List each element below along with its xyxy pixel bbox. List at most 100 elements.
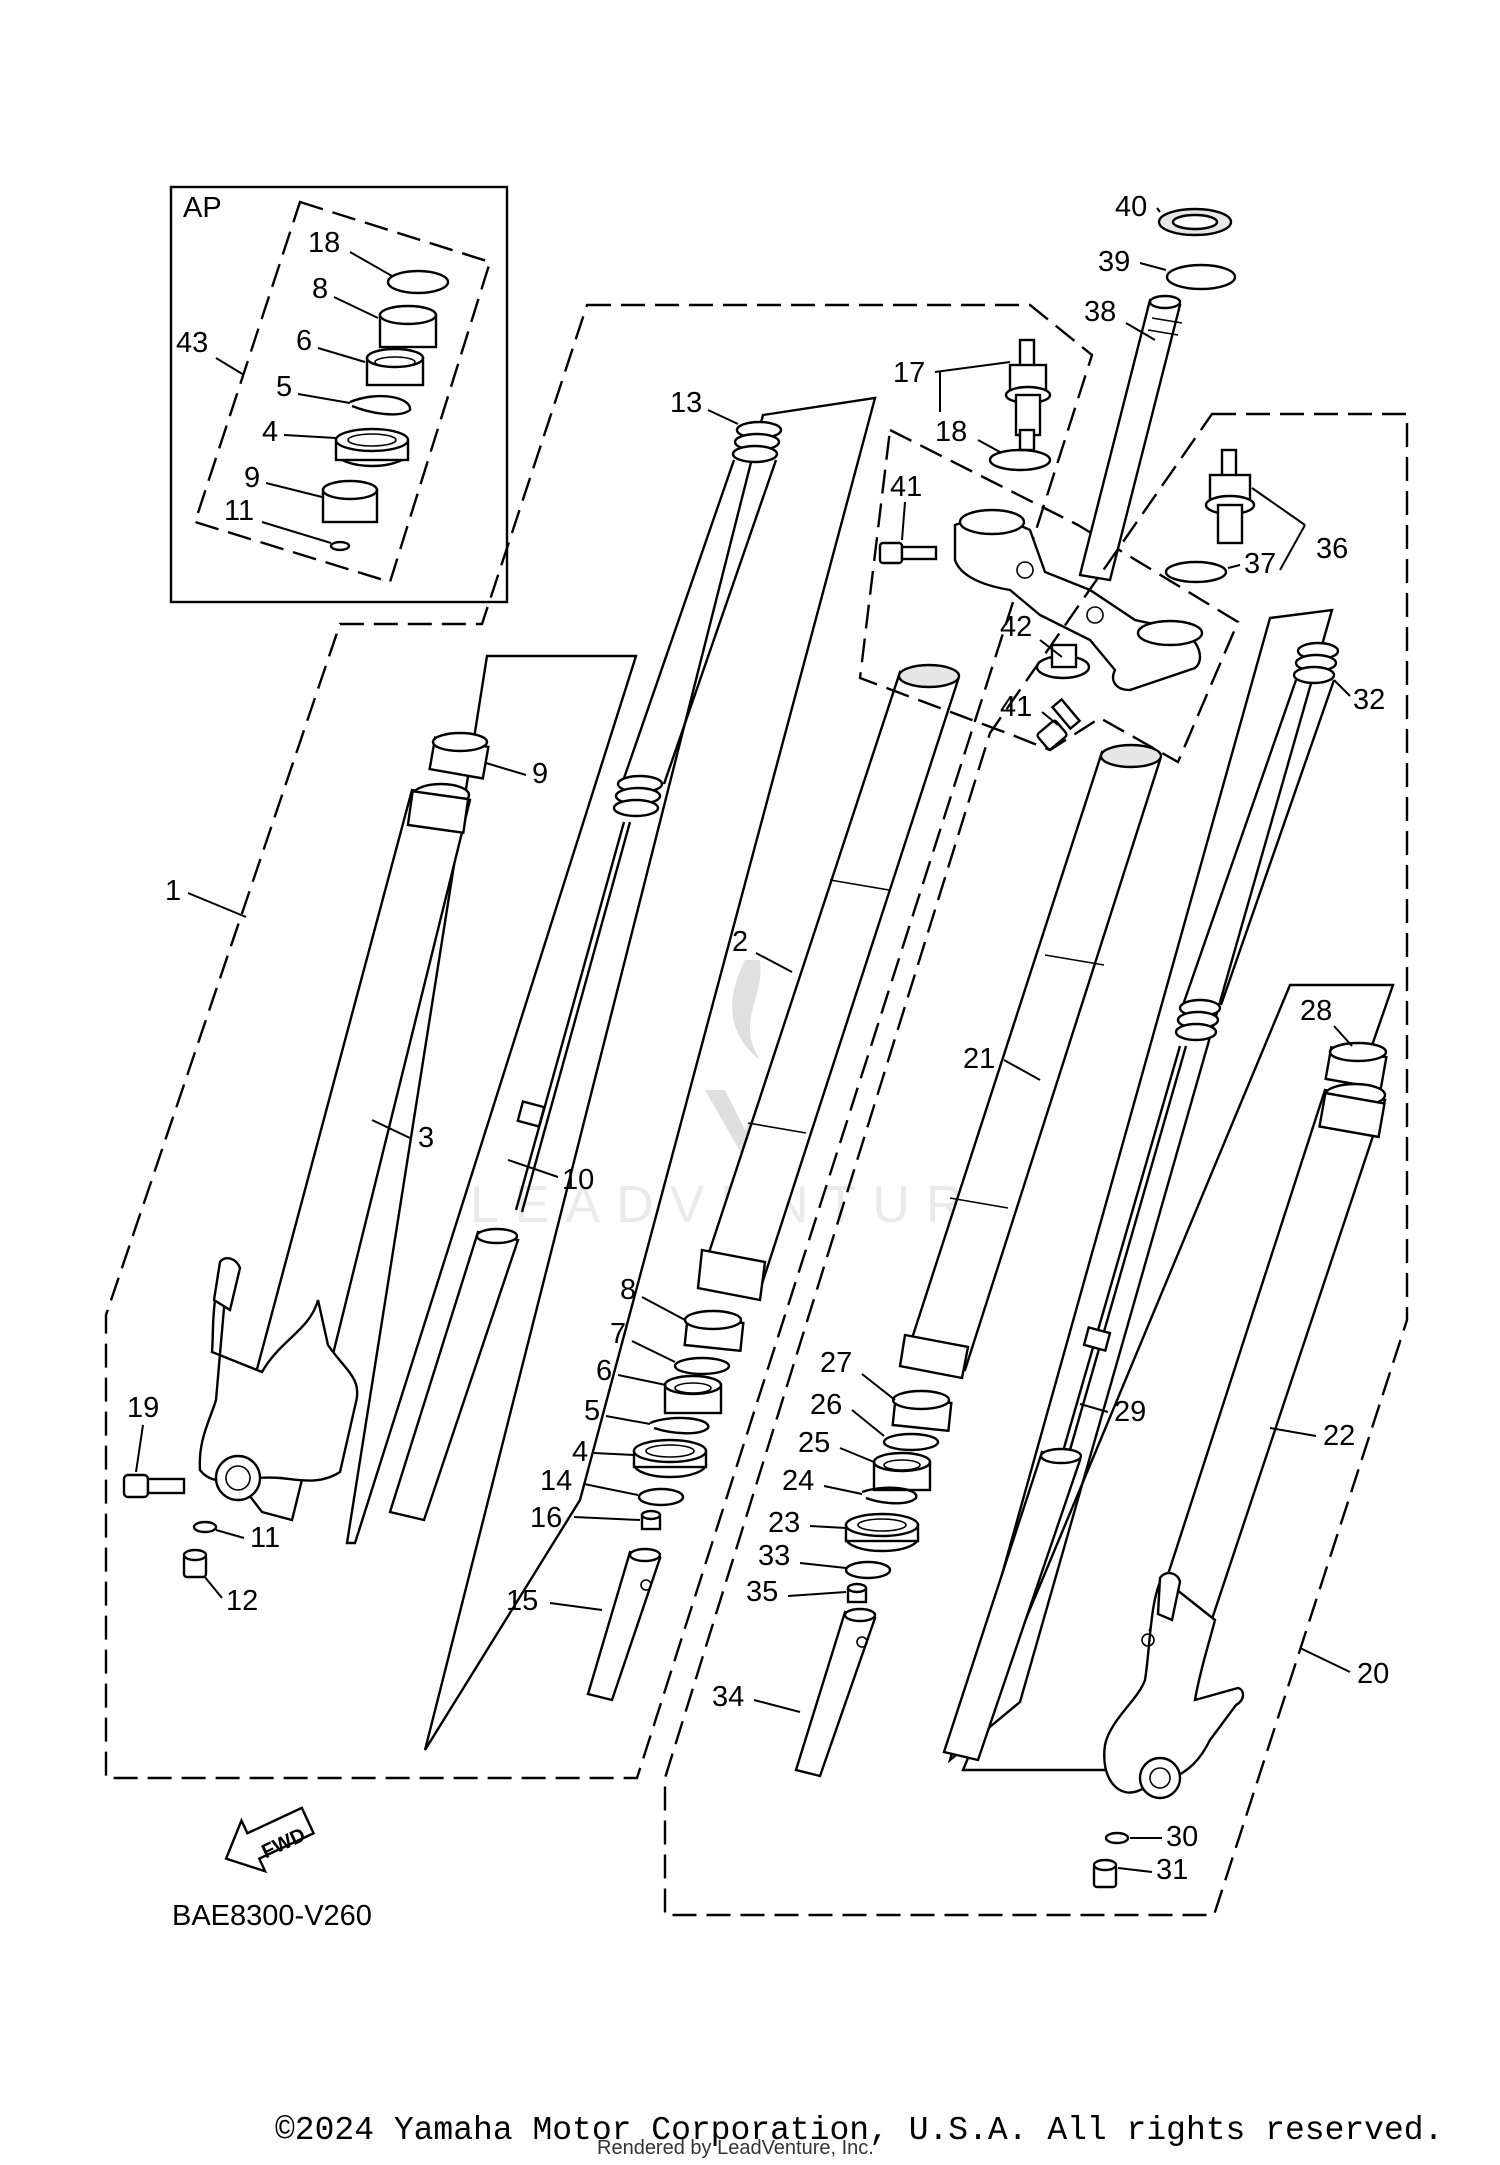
callout-38: 38 <box>1084 296 1116 328</box>
left-upper-spring <box>612 420 783 818</box>
callout-18: 18 <box>935 416 967 448</box>
right-damper-rod <box>942 1045 1188 1762</box>
callout-ap11: 11 <box>224 495 254 527</box>
callout-16: 16 <box>530 1502 562 1534</box>
right-spacer-ring <box>882 1432 940 1452</box>
callout-30: 30 <box>1166 1821 1198 1853</box>
callout-11: 11 <box>250 1522 280 1554</box>
right-clip <box>861 1486 918 1505</box>
callout-10: 10 <box>562 1164 594 1196</box>
callout-9: 9 <box>532 758 548 790</box>
fwd-arrow-icon <box>224 1806 316 1874</box>
ap-seal-spacer <box>365 347 425 387</box>
callout-31: 31 <box>1156 1854 1188 1886</box>
steering-bearing <box>1157 207 1233 237</box>
rendered-by-notice: Rendered by LeadVenture, Inc. <box>597 2137 874 2159</box>
left-slide-bush <box>428 731 490 780</box>
callout-ap5: 5 <box>276 371 292 403</box>
ap-inset-label: AP <box>183 192 222 224</box>
callout-14: 14 <box>540 1465 572 1497</box>
clamp-bolt-lower <box>1036 697 1082 751</box>
left-inner-tube <box>696 663 961 1302</box>
right-upper-spring <box>1174 641 1340 1042</box>
callout-41b: 41 <box>1000 691 1032 723</box>
left-cap-oring <box>988 448 1052 472</box>
callout-5: 5 <box>584 1395 600 1427</box>
callout-25: 25 <box>798 1427 830 1459</box>
right-drain-bolt <box>1092 1858 1118 1889</box>
callout-37: 37 <box>1244 548 1276 580</box>
callout-12: 12 <box>226 1585 258 1617</box>
callout-22: 22 <box>1323 1420 1355 1452</box>
callout-28: 28 <box>1300 995 1332 1027</box>
left-cap-bolt <box>1004 338 1052 452</box>
right-oil-seal <box>891 1389 953 1433</box>
left-drain-washer <box>192 1520 218 1534</box>
ap-clip <box>349 394 412 416</box>
callout-21: 21 <box>963 1043 995 1075</box>
left-spring-group-outline <box>423 396 877 1751</box>
callout-ap6: 6 <box>296 325 312 357</box>
callout-32: 32 <box>1353 684 1385 716</box>
callout-ap43: 43 <box>176 327 208 359</box>
callout-36: 36 <box>1316 533 1348 565</box>
callout-29: 29 <box>1114 1396 1146 1428</box>
lower-bracket-clamp <box>953 508 1204 692</box>
callout-13: 13 <box>670 387 702 419</box>
callout-26: 26 <box>810 1389 842 1421</box>
axle-pinch-bolt <box>122 1473 186 1499</box>
callout-19: 19 <box>127 1392 159 1424</box>
left-damper-cylinder <box>586 1547 662 1702</box>
left-damper-rod <box>388 821 632 1522</box>
copyright-notice: ©2024 Yamaha Motor Corporation, U.S.A. A… <box>275 2112 1444 2149</box>
right-drain-washer <box>1104 1831 1130 1845</box>
callout-24: 24 <box>782 1465 814 1497</box>
left-seal-spacer <box>663 1374 723 1415</box>
callout-3: 3 <box>418 1122 434 1154</box>
left-washer <box>637 1487 685 1507</box>
callout-ap9: 9 <box>244 462 260 494</box>
right-axle-bracket <box>1103 1571 1245 1800</box>
right-slide-bush <box>1324 1041 1388 1091</box>
callout-8: 8 <box>620 1274 636 1306</box>
ap-inset-frame <box>169 185 509 604</box>
callout-7: 7 <box>610 1318 626 1350</box>
callout-1: 1 <box>165 875 181 907</box>
left-dust-seal <box>632 1438 708 1479</box>
callout-15: 15 <box>506 1585 538 1617</box>
stem-nut <box>1035 643 1091 680</box>
callout-34: 34 <box>712 1681 744 1713</box>
callout-ap18: 18 <box>308 227 340 259</box>
callout-2: 2 <box>732 926 748 958</box>
callout-23: 23 <box>768 1507 800 1539</box>
right-seal-spacer <box>872 1451 932 1492</box>
callout-ap4: 4 <box>262 416 278 448</box>
ap-washer <box>329 540 351 552</box>
callout-42: 42 <box>1000 611 1032 643</box>
clamp-bolt-upper <box>878 541 938 565</box>
callout-17: 17 <box>893 357 925 389</box>
ap-kit-outline <box>193 200 492 584</box>
right-spring-group-outline <box>947 608 1334 1764</box>
bearing-race <box>1165 263 1237 291</box>
callout-ap8: 8 <box>312 273 328 305</box>
callout-40: 40 <box>1115 191 1147 223</box>
ap-slide-bush <box>321 479 379 524</box>
callout-41a: 41 <box>890 471 922 503</box>
callout-6: 6 <box>596 1355 612 1387</box>
right-outer-tube <box>1148 1082 1387 1642</box>
right-fork-assembly-outline <box>663 412 1409 1917</box>
callout-4: 4 <box>572 1436 588 1468</box>
ap-dust-seal <box>334 427 410 468</box>
left-axle-bracket <box>198 1256 359 1502</box>
left-damper-group-outline <box>345 654 638 1545</box>
callout-35: 35 <box>746 1576 778 1608</box>
clamp-group-outline <box>858 428 1240 764</box>
left-clip <box>649 1416 710 1435</box>
right-washer <box>844 1560 892 1580</box>
left-oil-seal <box>683 1309 745 1353</box>
left-nut <box>640 1509 662 1531</box>
right-cap-oring <box>1164 560 1228 584</box>
right-cap-bolt <box>1204 448 1256 545</box>
